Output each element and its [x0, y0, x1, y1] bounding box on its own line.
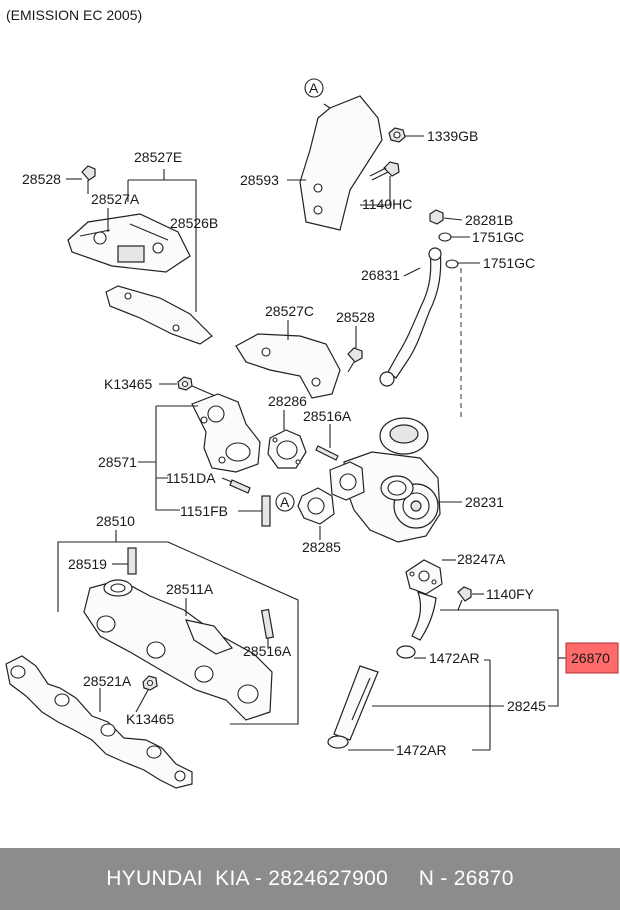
stud-1151FB	[261, 495, 271, 527]
label-28593: 28593	[240, 172, 279, 188]
label-28231: 28231	[465, 494, 504, 510]
gasket-28286	[267, 429, 307, 469]
label-28516A-b: 28516A	[243, 643, 292, 659]
label-28526B: 28526B	[170, 215, 218, 231]
label-1751GC-b: 1751GC	[483, 255, 535, 271]
label-26831: 26831	[361, 267, 400, 283]
label-1140FY: 1140FY	[486, 586, 535, 602]
label-1339GB: 1339GB	[427, 128, 478, 144]
label-28245: 28245	[507, 698, 546, 714]
diagram-header-note: (EMISSION EC 2005)	[6, 7, 142, 23]
heat-shield-28527C	[235, 333, 341, 399]
label-28528-b: 28528	[336, 309, 375, 325]
label-1140HC: 1140HC	[362, 196, 412, 212]
label-28281B: 28281B	[465, 212, 513, 228]
label-K13465-b: K13465	[126, 711, 174, 727]
label-1151DA: 1151DA	[166, 470, 216, 486]
gasket-28521A	[5, 655, 193, 789]
bolt-1140FY	[457, 586, 472, 611]
label-28521A: 28521A	[83, 673, 132, 689]
footer-bar: HYUNDAI KIA - 2824627900 N - 26870	[0, 848, 620, 910]
label-28286: 28286	[268, 393, 307, 409]
label-28571: 28571	[98, 454, 137, 470]
label-28247A: 28247A	[457, 551, 506, 567]
label-28527E: 28527E	[134, 149, 182, 165]
heat-shield-28527A	[67, 213, 191, 273]
label-28285: 28285	[302, 539, 341, 555]
label-28528-a: 28528	[22, 171, 61, 187]
ref-marker-a-top	[304, 78, 324, 98]
gasket-28285	[297, 487, 335, 525]
ref-marker-a-mid-label: A	[280, 494, 290, 510]
bolt-28528-a	[81, 165, 96, 194]
label-1472AR-a: 1472AR	[429, 650, 480, 666]
heat-shield-28526B	[105, 285, 213, 345]
stud-1151DA	[229, 479, 251, 494]
label-28516A-a: 28516A	[303, 408, 352, 424]
nut-1339GB	[388, 127, 406, 143]
highlight-box-26870	[565, 642, 619, 674]
oil-return-pipe	[327, 591, 437, 749]
label-28527A: 28527A	[91, 191, 140, 207]
label-1151FB: 1151FB	[180, 503, 228, 519]
manifold-28511A	[83, 579, 273, 721]
exhaust-elbow-28571	[191, 393, 261, 473]
label-1751GC-a: 1751GC	[472, 229, 524, 245]
bolt-28528-b	[347, 347, 363, 373]
label-28527C: 28527C	[265, 303, 314, 319]
stud-28519	[127, 547, 137, 575]
ref-marker-a-top-label: A	[309, 80, 319, 96]
label-28519: 28519	[68, 556, 107, 572]
bracket-28593	[299, 95, 383, 231]
ref-marker-a-mid	[275, 492, 295, 512]
label-26870: 26870	[571, 650, 610, 666]
gasket-28247A	[405, 559, 443, 595]
stud-28516A-top	[315, 445, 339, 461]
nut-K13465-b	[142, 675, 158, 691]
label-28511A: 28511A	[166, 581, 214, 597]
label-28510: 28510	[96, 513, 135, 529]
nut-K13465-a	[177, 376, 193, 391]
turbocharger-parts-diagram: (EMISSION EC 2005) A 1339GB 28593 1140HC…	[5, 7, 619, 789]
footer-text: HYUNDAI KIA - 2824627900 N - 26870	[106, 867, 514, 890]
label-1472AR-b: 1472AR	[396, 742, 447, 758]
bolt-1140HC	[369, 161, 400, 181]
stud-28516A-bottom	[260, 608, 275, 640]
oil-pipe-26831	[379, 209, 459, 387]
turbocharger-28231	[329, 417, 441, 543]
label-K13465-a: K13465	[104, 376, 152, 392]
